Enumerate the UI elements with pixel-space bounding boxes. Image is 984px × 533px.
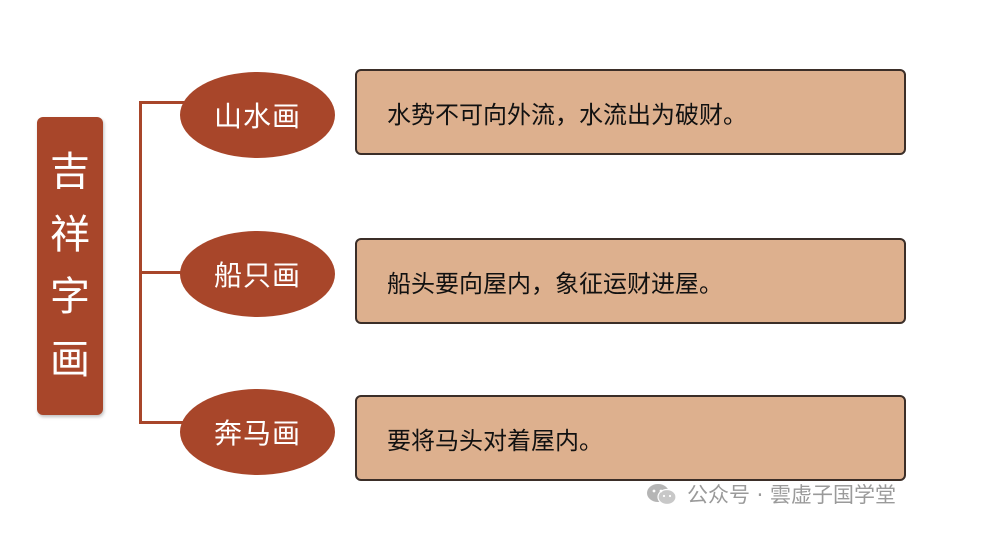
branch-node-horse: 奔马画 (180, 389, 335, 475)
root-char: 画 (50, 337, 90, 384)
root-char: 字 (50, 274, 90, 321)
wechat-icon (647, 484, 677, 506)
branch-desc-text: 船头要向屋内，象征运财进屋。 (387, 269, 723, 298)
branch-desc-landscape: 水势不可向外流，水流出为破财。 (355, 69, 906, 155)
branch-desc-boat: 船头要向屋内，象征运财进屋。 (355, 238, 906, 324)
branch-node-landscape: 山水画 (180, 72, 335, 158)
branch-node-boat: 船只画 (180, 231, 335, 317)
watermark-text: 公众号 · 雲虚子国学堂 (687, 483, 897, 507)
root-node: 吉 祥 字 画 (37, 117, 103, 415)
branch-desc-horse: 要将马头对着屋内。 (355, 395, 906, 481)
watermark: 公众号 · 雲虚子国学堂 (645, 479, 896, 509)
branch-label: 奔马画 (213, 417, 301, 450)
branch-desc-text: 要将马头对着屋内。 (387, 426, 603, 455)
root-char: 祥 (50, 211, 90, 258)
branch-label: 山水画 (213, 100, 301, 133)
root-char: 吉 (50, 148, 90, 195)
branch-label: 船只画 (213, 259, 301, 292)
connector-bracket (139, 101, 185, 424)
branch-desc-text: 水势不可向外流，水流出为破财。 (387, 100, 747, 129)
connector-middle (139, 271, 185, 274)
